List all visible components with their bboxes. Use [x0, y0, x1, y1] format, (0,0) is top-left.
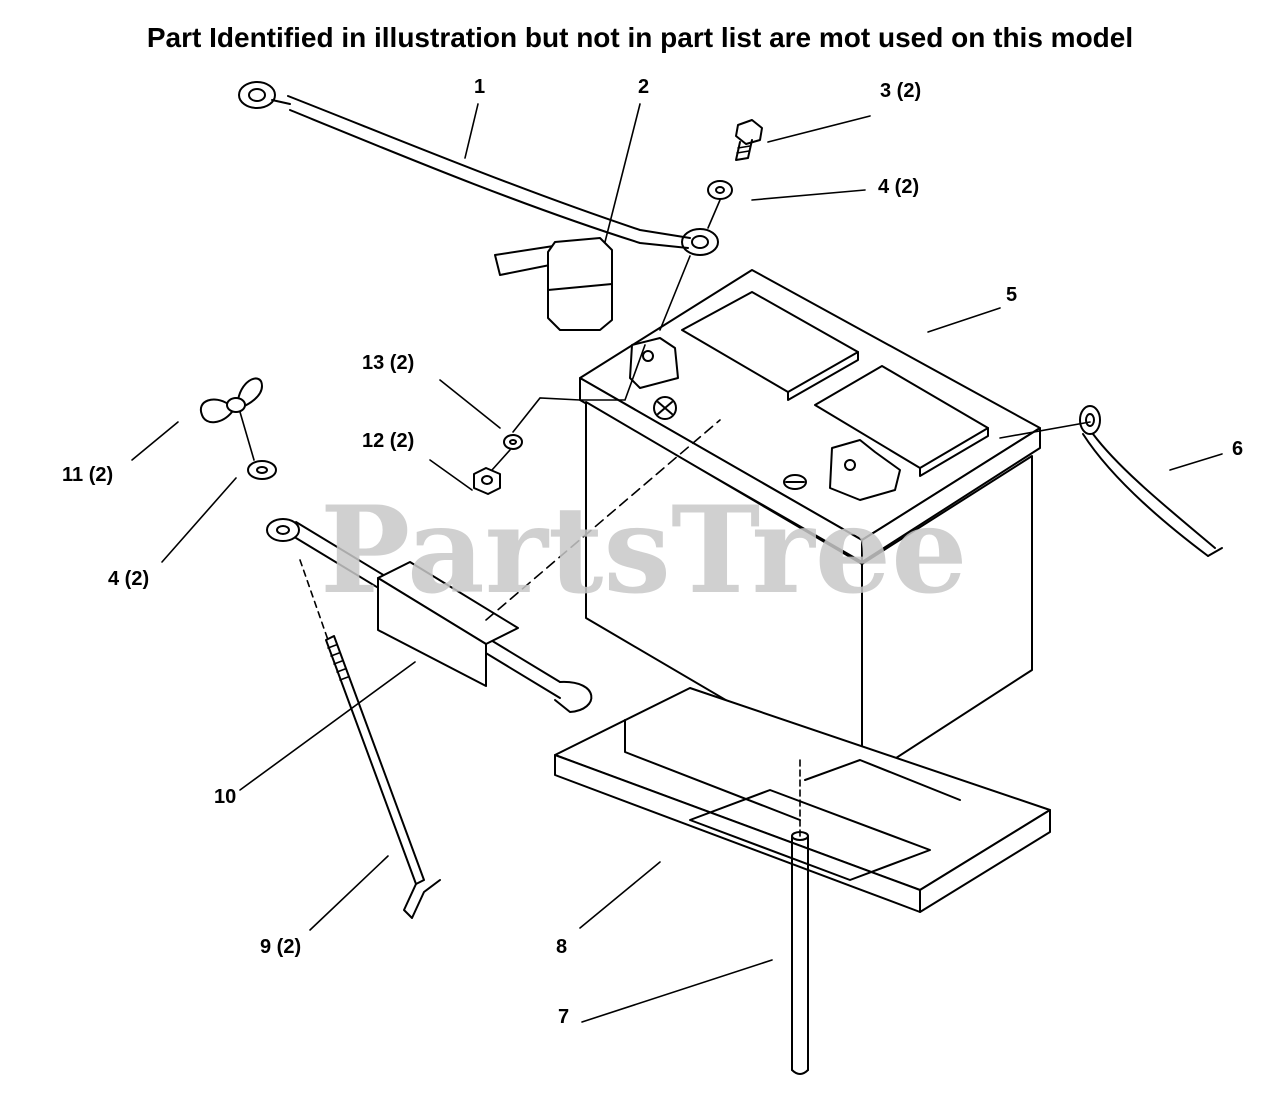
lock-washer — [503, 344, 646, 450]
callout-7[interactable]: 7 — [558, 1006, 570, 1028]
diagram-notice: Part Identified in illustration but not … — [146, 22, 1134, 53]
callout-8[interactable]: 8 — [556, 936, 568, 958]
callout-3[interactable]: 3 (2) — [880, 80, 922, 102]
callout-5[interactable]: 5 — [1006, 284, 1018, 306]
wing-nut — [199, 377, 263, 461]
washer-top — [707, 180, 733, 229]
callout-4-left[interactable]: 4 (2) — [108, 568, 150, 590]
callout-12[interactable]: 12 (2) — [362, 430, 415, 452]
callout-9[interactable]: 9 (2) — [260, 936, 302, 958]
battery-cable-right — [999, 405, 1223, 557]
callout-11[interactable]: 11 (2) — [62, 464, 114, 486]
battery-tray — [554, 687, 1051, 913]
callout-4-top[interactable]: 4 (2) — [878, 176, 920, 198]
callout-1[interactable]: 1 — [474, 76, 486, 98]
watermark: PartsTree — [320, 480, 968, 621]
callout-2[interactable]: 2 — [638, 76, 650, 98]
terminal-cover — [494, 237, 613, 331]
hold-down-rod-vertical — [791, 759, 809, 1075]
hold-down-bracket — [266, 419, 721, 713]
washer-left — [247, 460, 277, 480]
callout-13[interactable]: 13 (2) — [362, 352, 415, 374]
hex-nut — [473, 449, 511, 495]
battery-cable-top — [238, 81, 719, 256]
callout-10[interactable]: 10 — [214, 786, 237, 808]
leader-lines — [131, 103, 1223, 1023]
battery — [579, 269, 1041, 781]
bolt — [735, 119, 763, 161]
j-bolt — [299, 559, 441, 919]
callout-6[interactable]: 6 — [1232, 438, 1244, 460]
